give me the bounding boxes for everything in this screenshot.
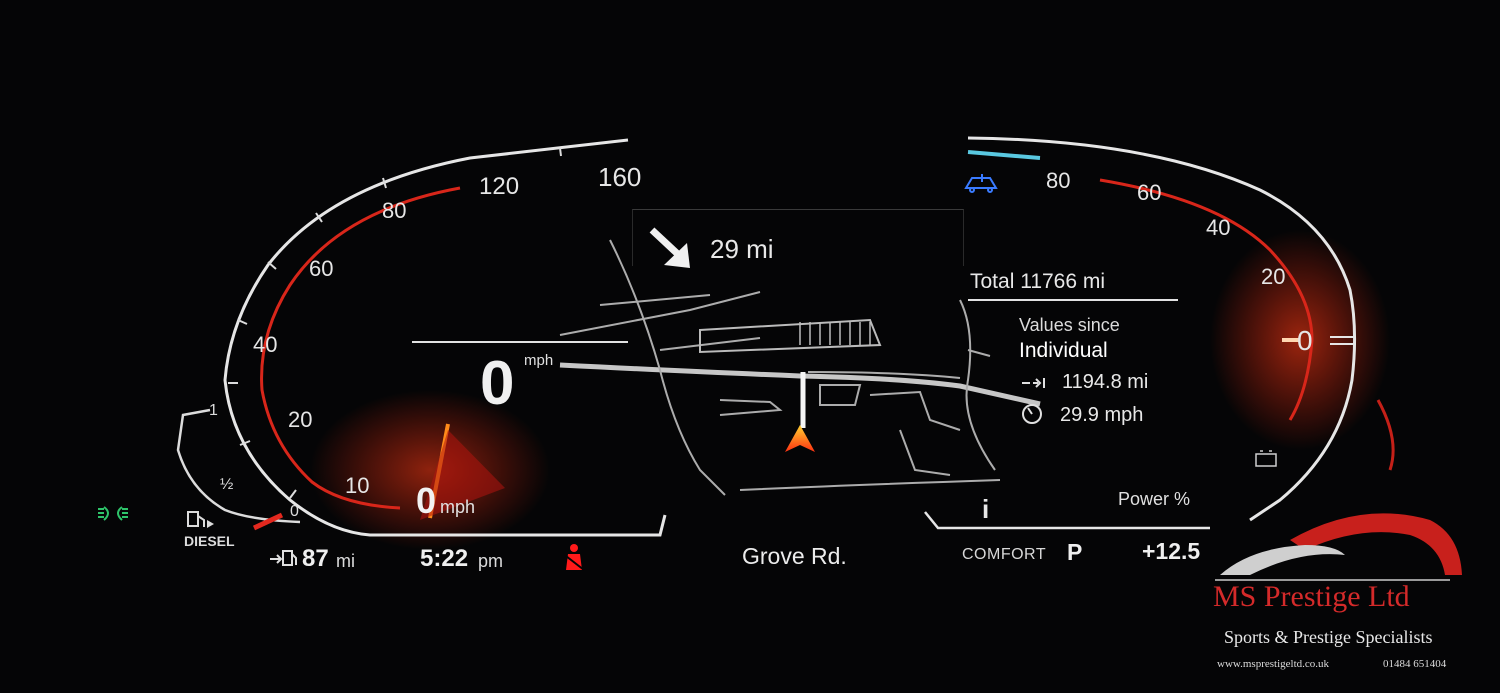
map-building-hatch	[799, 322, 871, 345]
drive-mode: COMFORT	[962, 546, 1047, 563]
power-gauge-accent	[967, 150, 1041, 160]
values-since-label: Values since	[1019, 315, 1120, 335]
lights-icon	[98, 506, 128, 521]
speedometer-ticks	[228, 147, 562, 499]
fuel-range: 87	[302, 545, 329, 572]
fuel-half-label: ½	[220, 476, 234, 493]
speedometer-outer-frame	[223, 138, 667, 537]
fuel-gauge-level	[252, 512, 284, 531]
cruise-control-icon	[964, 174, 998, 193]
speedometer-red-arc	[260, 186, 461, 510]
ms-prestige-logo	[1215, 513, 1462, 581]
power-gauge-red-arc	[1099, 178, 1314, 421]
nav-guidance-panel	[632, 209, 964, 266]
trip-mode: Individual	[1019, 339, 1108, 362]
speedometer-needle-wedge	[420, 430, 505, 520]
fuel-pump-icon	[187, 511, 205, 527]
speed-tick-label: 10	[345, 473, 369, 498]
speed-tick-label: 20	[288, 407, 312, 432]
power-tick-label: 20	[1261, 264, 1285, 289]
speed-tick-label: 40	[253, 332, 277, 357]
seatbelt-strap	[565, 555, 585, 571]
vehicle-position-icon	[785, 425, 815, 452]
current-street: Grove Rd.	[742, 543, 847, 569]
range-pump-icon	[270, 550, 297, 566]
speed-tick-label: 120	[479, 173, 519, 200]
brand-tagline: Sports & Prestige Specialists	[1224, 627, 1433, 647]
speed-tick-label: 80	[382, 198, 406, 223]
digital-speed: 0	[480, 349, 515, 418]
speed-tick-label: 60	[309, 256, 333, 281]
trip-distance-icon	[1022, 378, 1045, 388]
clock-suffix: pm	[478, 551, 504, 571]
fuel-arrow-icon	[207, 520, 214, 528]
speed-tick-label: 160	[598, 162, 641, 192]
trip-distance: 1194.8 mi	[1062, 371, 1149, 393]
total-mileage: Total 11766 mi	[970, 270, 1106, 293]
turn-distance: 29 mi	[710, 234, 774, 264]
brand-name: MS Prestige Ltd	[1213, 580, 1410, 613]
power-value: +12.5	[1142, 538, 1201, 564]
clock-time: 5:22	[420, 545, 469, 572]
power-tick-label: 40	[1206, 215, 1230, 240]
arrow-down-right-icon	[649, 227, 690, 268]
fuel-gauge-arc	[176, 408, 301, 524]
fuel-empty-label: 0	[290, 503, 299, 520]
stopwatch-icon	[1022, 404, 1042, 424]
fuel-range-unit: mi	[336, 551, 355, 571]
fuel-type-label: DIESEL	[184, 533, 235, 549]
power-gauge-outer-frame	[967, 136, 1357, 522]
gear-indicator: P	[1067, 539, 1083, 565]
nav-map	[559, 239, 1041, 496]
digital-speed-unit: mph	[524, 352, 554, 369]
power-label: Power %	[1118, 489, 1191, 509]
power-gauge-lower-red	[1376, 399, 1395, 471]
lower-right-frame	[924, 511, 1210, 530]
power-tick-label: 60	[1137, 180, 1161, 205]
needle-speed: 0	[416, 480, 437, 521]
power-tick-label: 80	[1046, 168, 1070, 193]
battery-icon	[1255, 450, 1277, 467]
power-tick-label: 0	[1297, 325, 1313, 356]
info-icon: i	[982, 494, 990, 524]
brand-phone: 01484 651404	[1383, 658, 1447, 670]
needle-speed-unit: mph	[440, 497, 476, 517]
speedometer-glow	[310, 390, 550, 550]
fuel-full-label: 1	[209, 402, 218, 419]
average-speed: 29.9 mph	[1060, 404, 1144, 426]
brand-website: www.msprestigeltd.co.uk	[1217, 658, 1330, 670]
